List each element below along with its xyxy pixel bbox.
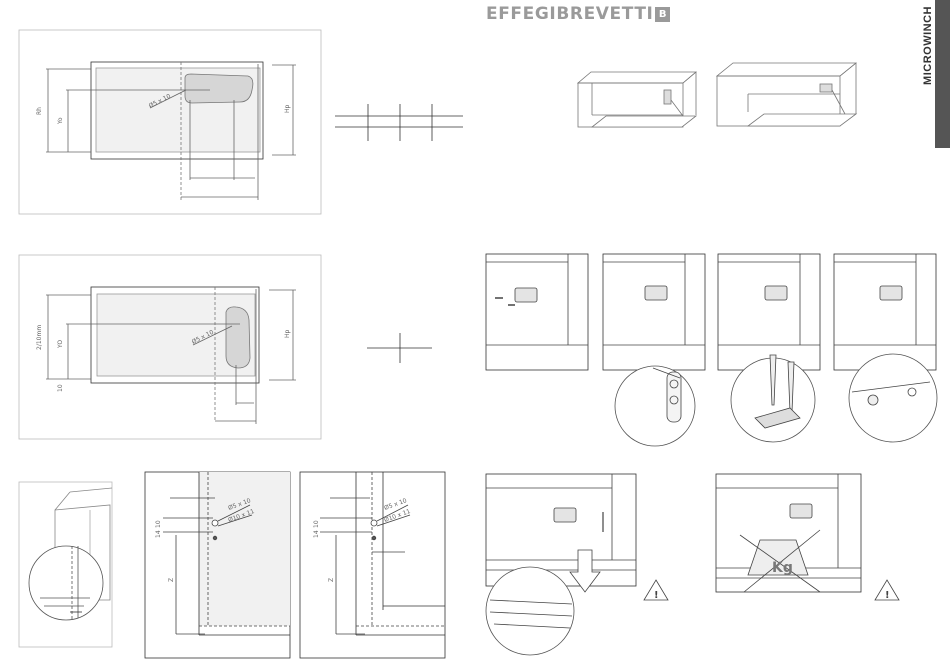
label-yo: Yo bbox=[57, 117, 64, 125]
label-hp: Hp bbox=[284, 329, 291, 338]
step-panel-2 bbox=[603, 254, 705, 446]
warning-symbol: ! bbox=[654, 590, 659, 601]
weight-label: Kg bbox=[772, 560, 793, 576]
warning-icon-2: ! bbox=[875, 580, 899, 601]
warning-icon-1: ! bbox=[644, 580, 668, 601]
cabinet-illustration-right bbox=[717, 63, 856, 126]
step-panel-4 bbox=[834, 254, 937, 442]
label-yo: YO bbox=[57, 340, 64, 349]
detail-bottom-left bbox=[19, 482, 112, 647]
label-rh: Rh bbox=[36, 107, 43, 115]
cabinet-illustration-left bbox=[578, 72, 696, 127]
diagram-mid: 2/10mm YO Hp 10 Ø5 x 10 bbox=[19, 255, 321, 439]
label-hp: Hp bbox=[284, 104, 291, 113]
cross-symbol bbox=[367, 333, 432, 363]
step-panel-3 bbox=[718, 254, 820, 442]
dim-b: 14 bbox=[155, 530, 162, 538]
step-panel-5 bbox=[486, 474, 636, 655]
dim-a: 10 bbox=[313, 520, 320, 528]
label-z: Z bbox=[328, 578, 335, 582]
section-left: Ø5 x 10 Ø10 x 11 10 14 Z bbox=[145, 472, 290, 658]
step-panel-6: Kg bbox=[716, 474, 861, 592]
step-panel-1 bbox=[486, 254, 588, 370]
section-right: Ø5 x 10 Ø10 x 11 10 14 Z bbox=[300, 472, 445, 658]
small-dim: 10 bbox=[57, 384, 64, 392]
dim-b: 14 bbox=[313, 530, 320, 538]
diagram-top: Rh Yo Hp Ø5 x 10 bbox=[19, 30, 321, 214]
label-dim: 2/10mm bbox=[36, 325, 43, 350]
label-z: Z bbox=[168, 578, 175, 582]
grid-symbol bbox=[335, 104, 463, 141]
warning-symbol: ! bbox=[885, 590, 890, 601]
dim-a: 10 bbox=[155, 520, 162, 528]
